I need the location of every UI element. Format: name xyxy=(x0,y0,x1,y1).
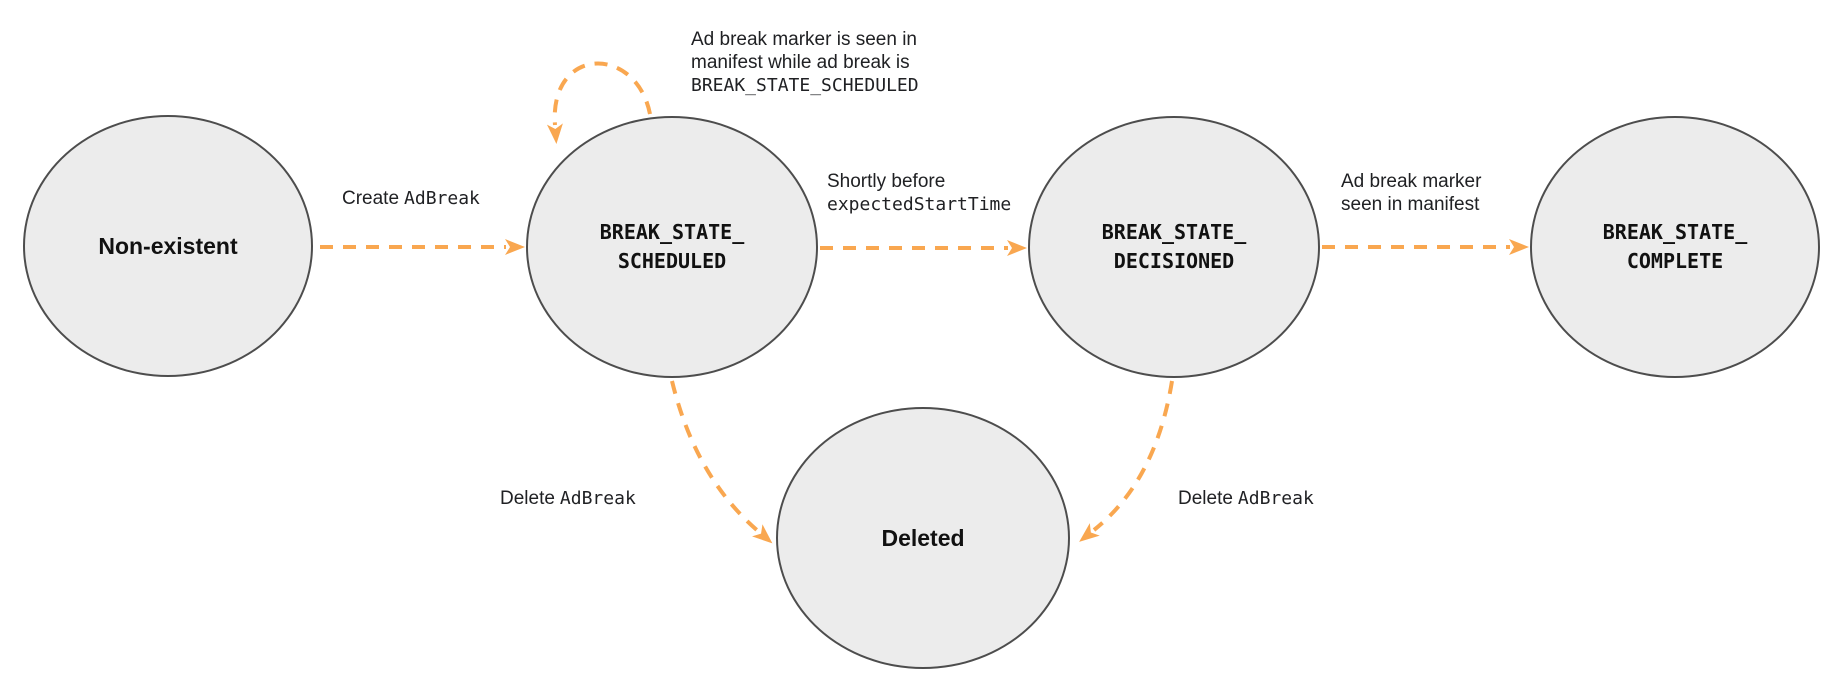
state-label-text: Deleted xyxy=(881,525,965,551)
state-node-non-existent: Non-existent xyxy=(23,115,313,377)
state-label-non-existent: Non-existent xyxy=(98,232,237,260)
state-label-line2: DECISIONED xyxy=(1113,249,1235,273)
arrow-delete-from-scheduled xyxy=(670,380,773,544)
label-line1: Ad break marker is seen in xyxy=(691,29,917,50)
state-node-break-state-complete: BREAK_STATE_ COMPLETE xyxy=(1530,116,1820,378)
transition-label-self-loop: Ad break marker is seen in manifest whil… xyxy=(691,28,919,97)
state-label-break-state-decisioned: BREAK_STATE_ DECISIONED xyxy=(1102,218,1247,276)
state-label-line1: BREAK_STATE_ xyxy=(599,220,745,244)
state-label-break-state-complete: BREAK_STATE_ COMPLETE xyxy=(1603,218,1748,276)
label-code-text: AdBreak xyxy=(404,188,480,209)
label-line2: seen in manifest xyxy=(1341,194,1480,215)
state-node-break-state-decisioned: BREAK_STATE_ DECISIONED xyxy=(1028,116,1320,378)
label-line1: Ad break marker xyxy=(1341,171,1482,192)
label-code-text: AdBreak xyxy=(1237,488,1314,509)
arrow-delete-from-decisioned xyxy=(1079,380,1174,542)
state-label-line2: SCHEDULED xyxy=(617,249,727,273)
label-code-text: BREAK_STATE_SCHEDULED xyxy=(691,75,919,96)
label-plain-text: Create xyxy=(342,188,400,209)
label-line2: manifest while ad break is xyxy=(691,52,910,73)
label-code-text: AdBreak xyxy=(559,488,636,509)
state-label-break-state-scheduled: BREAK_STATE_ SCHEDULED xyxy=(600,218,745,276)
state-node-break-state-scheduled: BREAK_STATE_ SCHEDULED xyxy=(526,116,818,378)
transition-label-shortly-before: Shortly before expectedStartTime xyxy=(827,170,1011,216)
label-plain-text: Shortly before xyxy=(827,171,946,192)
state-label-text: Non-existent xyxy=(98,233,238,259)
label-code-text: expectedStartTime xyxy=(827,194,1012,215)
label-plain-text: Delete xyxy=(1178,488,1233,509)
label-plain-text: Delete xyxy=(500,488,555,509)
state-label-line2: COMPLETE xyxy=(1626,249,1724,273)
state-label-line1: BREAK_STATE_ xyxy=(1101,220,1247,244)
state-node-deleted: Deleted xyxy=(776,407,1070,669)
state-label-deleted: Deleted xyxy=(881,524,964,552)
state-label-line1: BREAK_STATE_ xyxy=(1602,220,1748,244)
transition-label-marker-seen: Ad break marker seen in manifest xyxy=(1341,170,1481,216)
arrow-self-loop-scheduled xyxy=(546,61,652,144)
